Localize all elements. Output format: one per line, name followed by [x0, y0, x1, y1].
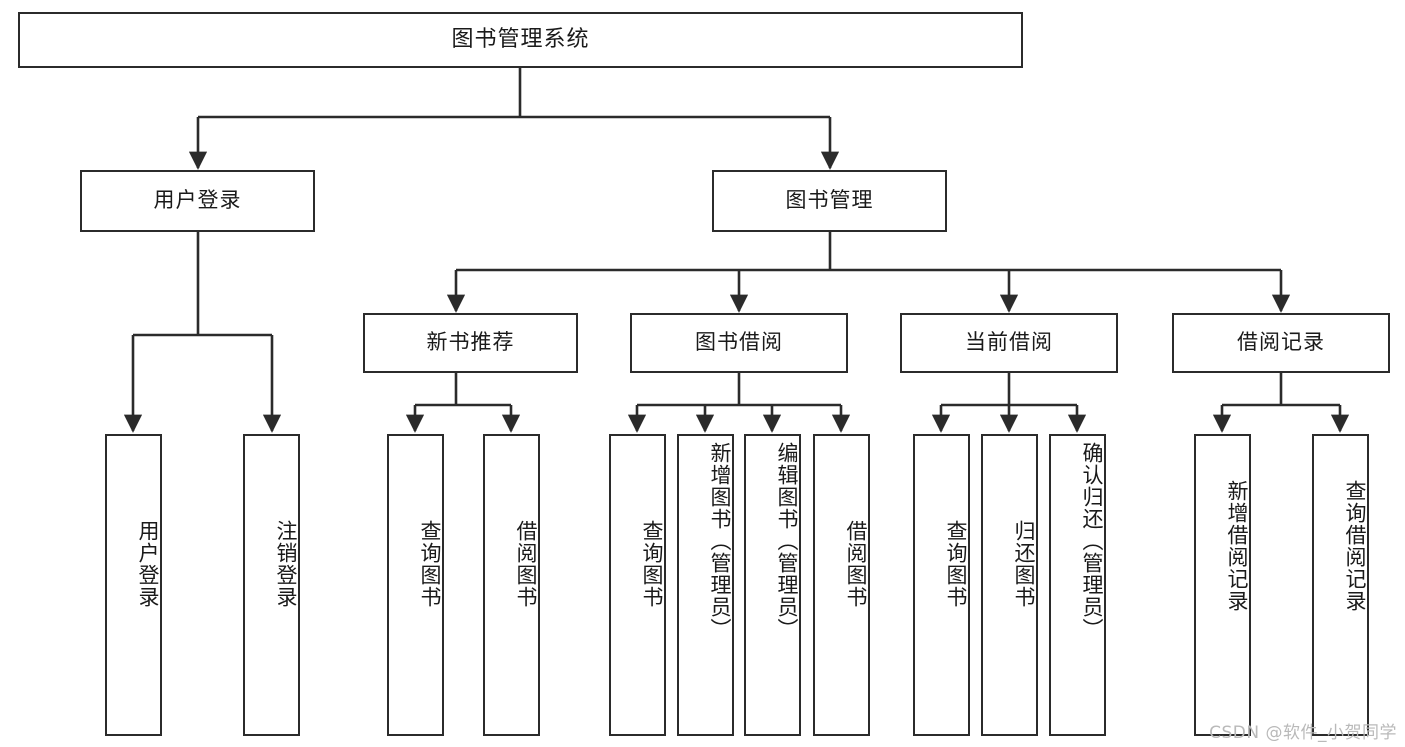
node-label: 查询图书 — [944, 520, 968, 608]
node-label: 查询图书 — [418, 520, 442, 608]
node-label: 用户登录 — [153, 188, 242, 213]
node-label: 确认归还（管理员） — [1080, 442, 1104, 640]
node-borrow-record[interactable]: 借阅记录 — [1172, 313, 1390, 373]
node-label: 归还图书 — [1012, 520, 1036, 608]
leaf-query-borrow-record[interactable]: 查询借阅记录 — [1312, 434, 1369, 736]
leaf-user-login[interactable]: 用户登录 — [105, 434, 162, 736]
node-new-book-recommend[interactable]: 新书推荐 — [363, 313, 578, 373]
leaf-edit-book-admin[interactable]: 编辑图书（管理员） — [744, 434, 801, 736]
leaf-confirm-return-admin[interactable]: 确认归还（管理员） — [1049, 434, 1106, 736]
node-label: 借阅图书 — [514, 520, 538, 608]
node-label: 图书管理系统 — [451, 26, 590, 52]
leaf-query-book-current[interactable]: 查询图书 — [913, 434, 970, 736]
node-label: 借阅图书 — [844, 520, 868, 608]
node-label: 当前借阅 — [965, 330, 1053, 355]
leaf-borrow-book-borrow[interactable]: 借阅图书 — [813, 434, 870, 736]
node-label: 查询图书 — [640, 520, 664, 608]
leaf-return-book[interactable]: 归还图书 — [981, 434, 1038, 736]
leaf-add-book-admin[interactable]: 新增图书（管理员） — [677, 434, 734, 736]
leaf-add-borrow-record[interactable]: 新增借阅记录 — [1194, 434, 1251, 736]
node-label: 图书管理 — [785, 188, 874, 213]
node-root-book-management-system[interactable]: 图书管理系统 — [18, 12, 1023, 68]
node-current-borrow[interactable]: 当前借阅 — [900, 313, 1118, 373]
leaf-borrow-book-new-book[interactable]: 借阅图书 — [483, 434, 540, 736]
leaf-query-book-borrow[interactable]: 查询图书 — [609, 434, 666, 736]
node-label: 查询借阅记录 — [1343, 480, 1367, 612]
node-label: 注销登录 — [274, 520, 298, 608]
node-book-borrow[interactable]: 图书借阅 — [630, 313, 848, 373]
node-book-manage[interactable]: 图书管理 — [712, 170, 947, 232]
node-label: 新增借阅记录 — [1225, 480, 1249, 612]
node-label: 图书借阅 — [695, 330, 783, 355]
node-user-login[interactable]: 用户登录 — [80, 170, 315, 232]
node-label: 新增图书（管理员） — [708, 442, 732, 640]
node-label: 新书推荐 — [426, 330, 515, 355]
node-label: 编辑图书（管理员） — [775, 442, 799, 640]
leaf-query-book-new-book[interactable]: 查询图书 — [387, 434, 444, 736]
node-label: 用户登录 — [136, 520, 160, 608]
leaf-user-logout[interactable]: 注销登录 — [243, 434, 300, 736]
node-label: 借阅记录 — [1237, 330, 1325, 355]
